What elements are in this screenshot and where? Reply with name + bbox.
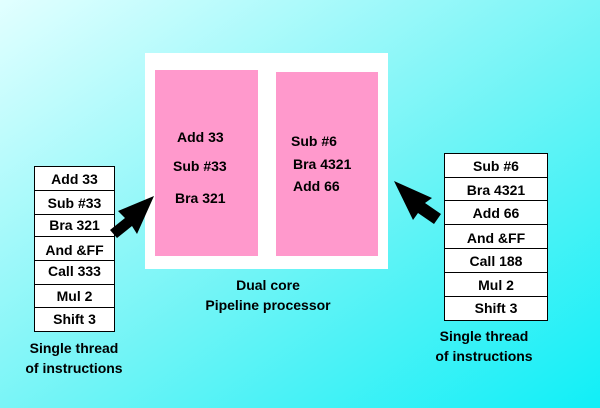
core-1-instruction-2: Sub #33	[173, 158, 227, 174]
right-instruction-7: Shift 3	[474, 299, 518, 316]
left-caption-line-2: of instructions	[25, 360, 123, 376]
core-1	[155, 70, 258, 256]
divider	[35, 260, 114, 261]
right-caption-line-2: of instructions	[435, 348, 533, 364]
processor-label-line-1: Dual core	[236, 277, 300, 293]
core-1-instruction-1: Add 33	[177, 129, 224, 145]
core-2	[276, 72, 378, 256]
left-instruction-6: Mul 2	[56, 287, 93, 304]
right-instruction-stack: Sub #6 Bra 4321 Add 66 And &FF Call 188 …	[444, 153, 548, 321]
right-instruction-3: Add 66	[472, 204, 520, 221]
left-caption-line-1: Single thread	[29, 340, 119, 356]
core-1-instruction-3: Bra 321	[175, 190, 226, 206]
divider	[445, 200, 547, 201]
divider	[445, 272, 547, 273]
divider	[35, 214, 114, 215]
divider	[35, 284, 114, 285]
right-instruction-1: Sub #6	[473, 157, 519, 174]
right-arrow-icon	[394, 181, 441, 224]
left-instruction-stack: Add 33 Sub #33 Bra 321 And &FF Call 333 …	[34, 166, 115, 332]
processor-label-line-2: Pipeline processor	[205, 297, 331, 313]
right-instruction-4: And &FF	[466, 229, 526, 246]
right-instruction-2: Bra 4321	[466, 181, 526, 198]
left-instruction-3: Bra 321	[49, 216, 100, 233]
core-2-instruction-1: Sub #6	[291, 133, 337, 149]
divider	[445, 296, 547, 297]
left-instruction-7: Shift 3	[53, 311, 96, 327]
right-instruction-5: Call 188	[469, 252, 523, 269]
right-instruction-6: Mul 2	[478, 276, 514, 293]
left-instruction-5: Call 333	[48, 263, 101, 279]
left-arrow-icon	[110, 196, 154, 238]
divider	[35, 190, 114, 191]
divider	[445, 224, 547, 225]
divider	[35, 236, 114, 237]
divider	[445, 177, 547, 178]
divider	[445, 248, 547, 249]
left-instruction-2: Sub #33	[47, 195, 102, 211]
left-instruction-1: Add 33	[51, 170, 98, 187]
core-2-instruction-2: Bra 4321	[293, 156, 352, 172]
divider	[35, 307, 114, 308]
core-2-instruction-3: Add 66	[293, 178, 340, 194]
right-caption-line-1: Single thread	[439, 328, 529, 344]
left-instruction-4: And &FF	[45, 241, 104, 258]
